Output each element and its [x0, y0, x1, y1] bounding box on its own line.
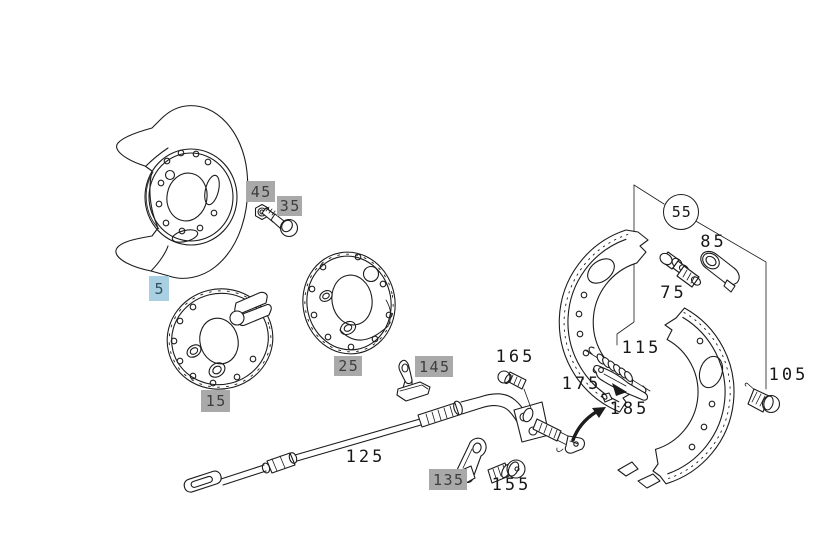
part-185-pin [601, 393, 612, 402]
brake-shoe-right [618, 308, 734, 488]
callout-25[interactable]: 25 [334, 356, 362, 376]
callout-15[interactable]: 15 [201, 390, 230, 412]
part-35-bolt [262, 207, 298, 237]
callout-105[interactable]: 105 [768, 365, 809, 385]
brake-shoe-left [559, 230, 648, 412]
callout-45[interactable]: 45 [246, 181, 275, 202]
part-145-bracket [397, 360, 430, 401]
part-165-bolt [498, 371, 531, 408]
callout-155[interactable]: 155 [491, 475, 532, 495]
part-105-bolt [745, 383, 779, 412]
callout-175[interactable]: 175 [561, 374, 602, 394]
part-125-brake-cable [183, 394, 585, 494]
part-85-sleeve [700, 250, 740, 292]
part-155-bolt [488, 460, 525, 483]
part-25-backing-plate [295, 245, 403, 361]
part-15-backing-plate [156, 278, 283, 401]
callout-85[interactable]: 85 [700, 232, 727, 252]
part-175-lever [594, 366, 648, 401]
callout-135[interactable]: 135 [429, 469, 467, 490]
callout-145[interactable]: 145 [415, 356, 453, 377]
callout-5-selected[interactable]: 5 [149, 276, 169, 301]
callout-125[interactable]: 125 [345, 447, 386, 467]
callout-35[interactable]: 35 [277, 196, 302, 216]
part-115-spring [585, 347, 650, 393]
callout-185[interactable]: 185 [609, 399, 650, 419]
callout-165[interactable]: 165 [495, 347, 536, 367]
callout-115[interactable]: 115 [621, 338, 662, 358]
part-75-adjuster [658, 251, 702, 287]
direction-arrow [573, 407, 606, 440]
callout-75[interactable]: 75 [660, 283, 687, 303]
callout-55-group[interactable]: 55 [663, 194, 699, 230]
